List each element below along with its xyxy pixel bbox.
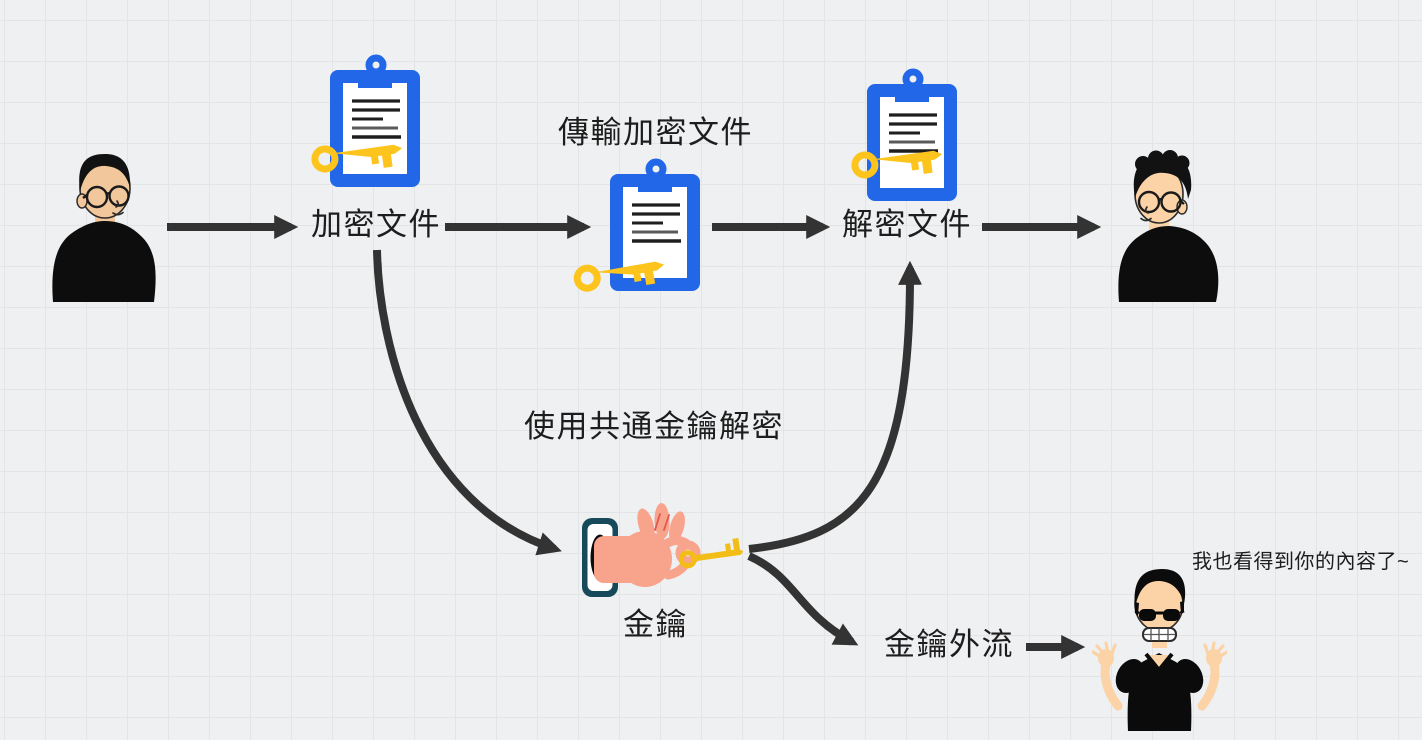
receiver-person-icon[interactable] xyxy=(1112,150,1222,302)
label-decrypt-file[interactable]: 解密文件 xyxy=(842,207,972,242)
arrow-encrypt-to-key-curve[interactable] xyxy=(373,249,562,556)
label-transmit-encrypted-file[interactable]: 傳輸加密文件 xyxy=(558,115,753,150)
label-key-leak[interactable]: 金鑰外流 xyxy=(884,627,1014,662)
label-hacker-quote[interactable]: 我也看得到你的內容了~ xyxy=(1192,551,1410,573)
label-encrypt-file[interactable]: 加密文件 xyxy=(311,207,441,242)
sender-person-icon[interactable] xyxy=(42,144,162,302)
arrow-key-to-decrypt-curve[interactable] xyxy=(748,260,923,553)
label-use-common-key-decrypt[interactable]: 使用共通金鑰解密 xyxy=(524,409,784,444)
hacker-person-icon[interactable] xyxy=(1092,566,1227,731)
label-key[interactable]: 金鑰 xyxy=(623,607,688,642)
arrow-key-to-leak-curve[interactable] xyxy=(747,552,859,646)
